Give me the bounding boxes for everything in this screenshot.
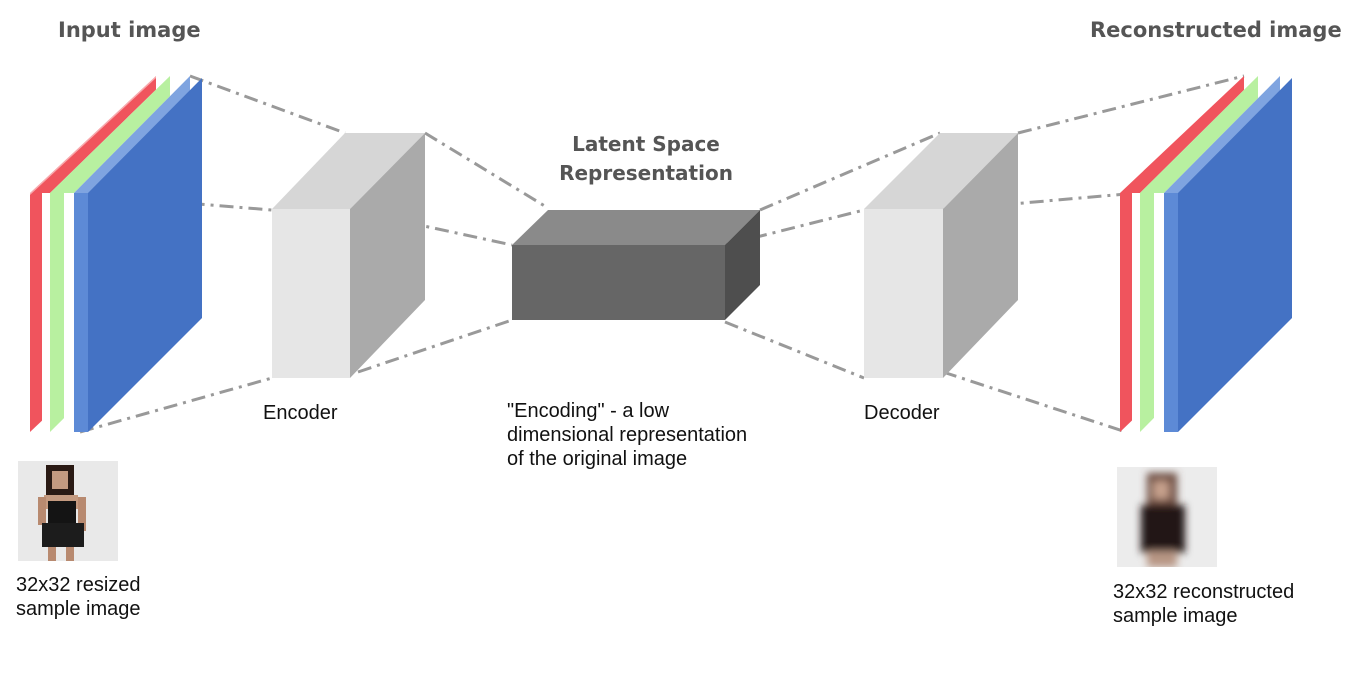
input-sample-caption: 32x32 resized sample image xyxy=(16,573,141,621)
blue-channel-layer xyxy=(1154,76,1292,432)
input-caption-line2: sample image xyxy=(16,598,141,620)
blue-channel-layer xyxy=(64,76,202,432)
input-caption-line1: 32x32 resized xyxy=(16,574,141,596)
encoding-description-line2: dimensional representation xyxy=(507,424,748,446)
reconstructed-sample-thumbnail xyxy=(1117,467,1217,567)
encoding-description: "Encoding" - a low dimensional represent… xyxy=(507,399,747,471)
connector-line xyxy=(424,131,549,210)
encoding-description-line3: of the original image xyxy=(507,448,688,470)
output-caption-line2: sample image xyxy=(1113,605,1238,627)
reconstructed-sample-caption: 32x32 reconstructed sample image xyxy=(1113,580,1294,628)
connector-line xyxy=(724,320,865,380)
connector-line xyxy=(724,208,865,247)
reconstructed-image-heading: Reconstructed image xyxy=(1090,18,1342,42)
encoder-block xyxy=(272,133,425,378)
reconstructed-image-stack xyxy=(1120,76,1292,432)
connector-line xyxy=(189,74,346,135)
connector-line xyxy=(349,208,513,247)
input-image-heading: Input image xyxy=(58,18,201,42)
blurred-person-figure-icon xyxy=(1117,467,1217,567)
encoder-label: Encoder xyxy=(263,402,338,424)
input-sample-thumbnail xyxy=(18,461,118,561)
output-caption-line1: 32x32 reconstructed xyxy=(1113,581,1295,603)
latent-title-line2: Representation xyxy=(559,161,733,185)
latent-space-title: Latent Space Representation xyxy=(526,130,766,188)
connector-line xyxy=(759,131,941,212)
latent-title-line1: Latent Space xyxy=(572,132,720,156)
connector-line xyxy=(79,376,273,434)
connector-line xyxy=(1017,74,1245,135)
input-image-stack xyxy=(30,76,202,432)
person-figure-icon xyxy=(18,461,118,561)
encoding-description-line1: "Encoding" - a low xyxy=(507,400,670,422)
decoder-label: Decoder xyxy=(864,402,940,424)
latent-space-block xyxy=(512,210,760,320)
connector-line xyxy=(942,370,1127,434)
decoder-block xyxy=(864,133,1018,378)
